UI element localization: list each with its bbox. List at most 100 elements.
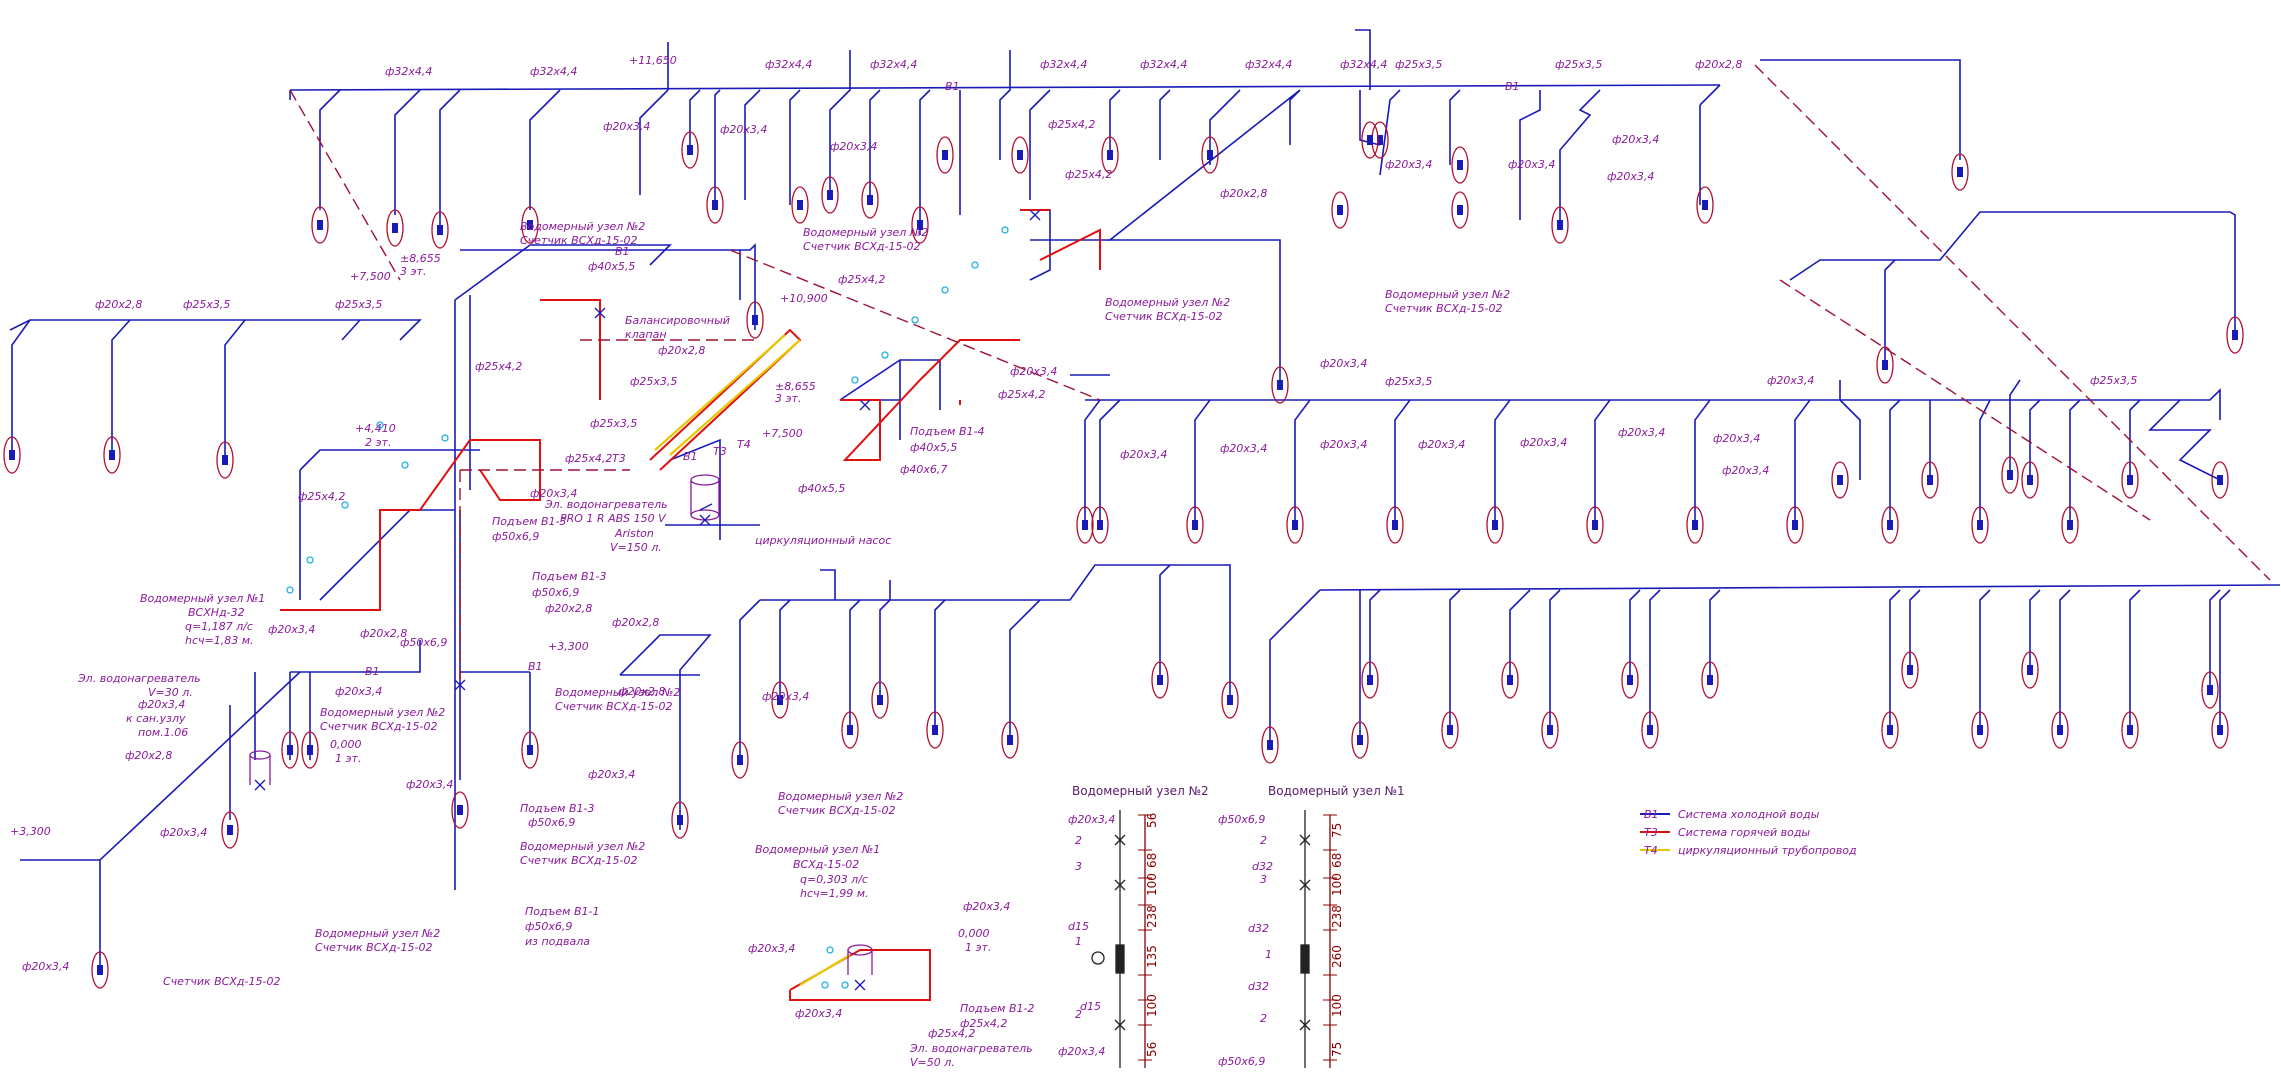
label-floor3-b: 3 эт.: [775, 392, 801, 405]
label-elev-3300-a: +3,300: [10, 825, 51, 838]
label-d20x3-4-l: ф20х3,4: [1320, 438, 1367, 451]
label-d20x3-4-a: ф20х3,4: [603, 120, 650, 133]
label-balance-valve: Балансировочный: [625, 314, 730, 327]
detail-node1-title: Водомерный узел №1: [1268, 784, 1405, 798]
label-meter-vsxd-c: Счетчик ВСХд-15-02: [1105, 310, 1222, 323]
label-node1-h: hсч=1,83 м.: [185, 634, 254, 647]
label-d20x2-8-e: ф20х2,8: [360, 627, 407, 640]
label-meter-node1-a: Водомерный узел №1: [140, 592, 265, 605]
label-heater-model: PRO 1 R ABS 150 V: [560, 512, 667, 525]
label-d50x6-9-a: ф50х6,9: [492, 530, 539, 543]
label-d25x4-2-e: ф25х4,2: [565, 452, 612, 465]
label-d32x4-4-a: ф32х4,4: [385, 65, 432, 78]
label-meter-vsxd-f: Счетчик ВСХд-15-02: [163, 975, 280, 988]
detail1-n1: 1: [1265, 948, 1272, 961]
legend-text-2: циркуляционный трубопровод: [1678, 844, 1857, 857]
label-d20x2-8-d: ф20х2,8: [658, 344, 705, 357]
label-d20x2-8-i: ф20х2,8: [618, 685, 665, 698]
label-from-basement: из подвала: [525, 935, 590, 948]
detail2-dim-100a: 100: [1145, 873, 1159, 896]
detail2-dim-100b: 100: [1145, 994, 1159, 1017]
label-d20x3-4-c: ф20х3,4: [830, 140, 877, 153]
label-b1-top: В1: [945, 80, 960, 93]
label-node1-q: q=1,187 л/с: [185, 620, 253, 633]
label-d20x3-4-f: ф20х3,4: [1612, 133, 1659, 146]
label-circ-pump: циркуляционный насос: [755, 534, 891, 547]
label-floor1-a: 1 эт.: [335, 752, 361, 765]
detail2-dim-135: 135: [1145, 945, 1159, 968]
label-meter-node2-e: Водомерный узел №2: [320, 706, 445, 719]
detail2-n2-b: 2: [1075, 1008, 1082, 1021]
floor3-network: [289, 29, 1721, 385]
label-d25x3-5-g: ф25х3,5: [630, 375, 677, 388]
label-d25x3-5-b: ф25х3,5: [1555, 58, 1602, 71]
label-meter-node2-c: Водомерный узел №2: [1105, 296, 1230, 309]
label-d32x4-4-e: ф32х4,4: [1040, 58, 1087, 71]
label-d20x3-4-n: ф20х3,4: [1520, 436, 1567, 449]
detail-meter-node2: Водомерный узел №2 ф20х3,4 2 3 d15 1 d15: [1058, 784, 1209, 1068]
label-meter-node2-g: Водомерный узел №2: [555, 686, 680, 699]
label-d25x4-2-f: ф25х4,2: [838, 273, 885, 286]
label-heater-c: Эл. водонагреватель: [909, 1042, 1033, 1055]
label-d20x3-4-r: ф20х3,4: [530, 487, 577, 500]
label-riser-b13-c: Подъем В1-3: [520, 802, 594, 815]
detail-node2-title: Водомерный узел №2: [1072, 784, 1209, 798]
label-d32x4-4-c: ф32х4,4: [765, 58, 812, 71]
label-d25x4-2-d: ф25х4,2: [298, 490, 345, 503]
label-d25x3-5-f: ф25х3,5: [335, 298, 382, 311]
detail1-d32-a: d32: [1252, 860, 1273, 873]
left-lower-network: [20, 510, 531, 970]
detail1-n2-b: 2: [1260, 1012, 1267, 1025]
label-d40x5-5-b: ф40х5,5: [910, 441, 957, 454]
label-elev-8655-b: ±8,655: [775, 380, 816, 393]
label-b1-mid-2: В1: [683, 450, 698, 463]
label-heater-brand: Ariston: [614, 527, 654, 540]
label-t4-mid: Т4: [737, 438, 751, 451]
detail1-d50x6-9-top: ф50х6,9: [1218, 813, 1265, 826]
label-riser-b12: Подъем В1-2: [960, 1002, 1034, 1015]
label-d20x3-4-ab: ф20х3,4: [748, 942, 795, 955]
label-d40x5-5-c: ф40х5,5: [798, 482, 845, 495]
label-elev-3300-b: +3,300: [548, 640, 589, 653]
cyan-fittings: [286, 226, 1009, 989]
detail-meter-node1: Водомерный узел №1 ф50х6,9 2 d32 3 d32 1…: [1218, 784, 1405, 1068]
label-node1b-h: hсч=1,99 м.: [800, 887, 869, 900]
floor1-middle-network: [619, 569, 1041, 830]
floor1-right-network: [760, 564, 2281, 745]
label-d25x4-2-i: ф25х4,2: [928, 1027, 975, 1040]
label-d20x3-4-h: ф20х3,4: [1320, 357, 1367, 370]
pipe-labels: ф32х4,4 ф32х4,4 ф32х4,4 ф32х4,4 ф32х4,4 …: [10, 54, 2137, 1069]
label-d20x3-4-e: ф20х3,4: [1508, 158, 1555, 171]
left-upper-network: [9, 319, 422, 460]
label-d20x3-4-x: ф20х3,4: [22, 960, 69, 973]
label-d32x4-4-d: ф32х4,4: [870, 58, 917, 71]
label-heater-vol: V=150 л.: [610, 541, 662, 554]
detail2-dim-238: 238: [1145, 905, 1159, 928]
detail1-n2-a: 2: [1260, 834, 1267, 847]
dashed-links: [289, 64, 2271, 680]
label-d20x2-8-a: ф20х2,8: [1695, 58, 1742, 71]
label-d25x3-5-c: ф25х3,5: [1385, 375, 1432, 388]
label-elev-0000-b: 0,000: [958, 927, 990, 940]
label-d25x3-5-h: ф25х3,5: [590, 417, 637, 430]
label-floor2-a: 2 эт.: [365, 436, 391, 449]
label-d25x3-5-a: ф25х3,5: [1395, 58, 1442, 71]
right-upper-network: [1760, 59, 2236, 365]
label-d20x3-4-g: ф20х3,4: [1607, 170, 1654, 183]
label-d32x4-4-h: ф32х4,4: [1340, 58, 1387, 71]
fixtures: [3, 121, 2244, 989]
label-d25x4-2-g: ф25х4,2: [998, 388, 1045, 401]
label-d50x6-9-d: ф50х6,9: [528, 816, 575, 829]
circulation-t4: [654, 334, 851, 986]
label-meter-node2-b: Водомерный узел №2: [803, 226, 928, 239]
label-elev-8655-a: ±8,655: [400, 252, 441, 265]
label-t3-mid: Т3: [612, 452, 626, 465]
label-meter-node2-d: Водомерный узел №2: [1385, 288, 1510, 301]
detail2-n2-a: 2: [1075, 834, 1082, 847]
label-d20x3-4-b: ф20х3,4: [720, 123, 767, 136]
label-d50x6-9-c: ф50х6,9: [532, 586, 579, 599]
label-heater-a: Эл. водонагреватель: [544, 498, 668, 511]
label-heater-b: Эл. водонагреватель: [77, 672, 201, 685]
